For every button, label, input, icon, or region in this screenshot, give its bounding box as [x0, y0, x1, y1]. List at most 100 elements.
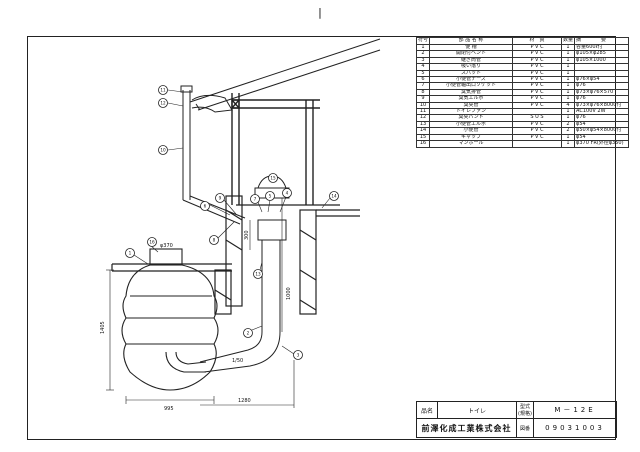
part-no: 12	[415, 114, 431, 122]
part-no: 2	[415, 50, 431, 58]
drawing-frame	[27, 36, 616, 440]
part-no: 16	[415, 140, 431, 148]
part-note: φ50×φ54×8000付	[574, 127, 630, 135]
callout-text: 9	[219, 196, 222, 201]
item-name-value: トイレ	[437, 401, 517, 419]
company-name: 前澤化成工業株式会社	[416, 418, 517, 438]
callout-text: 2	[247, 331, 250, 336]
page-mark: |	[318, 6, 322, 19]
part-qty: 1	[561, 63, 576, 71]
callout-text: 4	[286, 191, 289, 196]
part-note: φ73×φ76×8000付	[574, 101, 630, 110]
dim-tank-width: 995	[164, 406, 174, 412]
model-sub-text: (規格)	[518, 411, 532, 417]
part-note: AC100V 2W	[574, 108, 630, 116]
part-no: 6	[415, 75, 431, 84]
part-qty: 1	[561, 95, 576, 103]
callout-text: 15	[270, 176, 276, 181]
callout-text: 14	[331, 194, 337, 199]
callout-5	[265, 191, 275, 201]
part-no: 7	[415, 82, 431, 90]
callout-15	[268, 173, 278, 183]
part-no: 9	[415, 95, 431, 103]
header-no: 符号	[415, 37, 431, 45]
part-no: 4	[415, 63, 431, 71]
callout-6	[200, 201, 210, 211]
part-qty: 1	[561, 82, 576, 90]
part-no: 15	[415, 133, 431, 142]
callout-text: 11	[160, 88, 166, 93]
part-note: φ370 FR(外径φ350)	[574, 140, 630, 148]
part-qty: 2	[561, 127, 576, 135]
callout-3	[293, 350, 303, 360]
callout-12	[158, 98, 168, 108]
dim-pipe-height: 1000	[286, 287, 292, 300]
dim-manhole: φ370	[160, 243, 173, 249]
item-name-label: 品名	[416, 401, 438, 419]
header-name: 部 品 名 称	[429, 37, 514, 45]
callout-text: 3	[297, 353, 300, 358]
callout-text: 10	[160, 148, 166, 153]
drawing-no-value: 09031003	[533, 418, 617, 438]
callout-4	[282, 188, 292, 198]
callout-2	[243, 328, 253, 338]
part-name: マンホール	[429, 140, 514, 148]
header-qty: 数量	[561, 37, 576, 45]
part-note: φ54	[574, 133, 630, 142]
part-qty: 1	[561, 114, 576, 122]
part-note: 容量600ℓ付	[574, 43, 630, 52]
title-block: 品名 トイレ 型式 (規格) M－12E 前澤化成工業株式会社 図番 09031…	[416, 401, 617, 438]
callout-bubbles	[125, 85, 339, 360]
part-no: 3	[415, 56, 431, 65]
part-no: 14	[415, 127, 431, 135]
part-note: φ105×1000	[574, 56, 630, 65]
callout-text: 16	[149, 240, 155, 245]
model-label-text: 型式	[519, 404, 530, 410]
part-qty: 2	[561, 120, 576, 129]
callout-text: 1	[129, 251, 132, 256]
dim-run-length: 1280	[238, 398, 251, 404]
dim-slope: 1/50	[232, 358, 243, 364]
building-frame	[231, 93, 320, 205]
drawing-no-label: 図番	[516, 418, 534, 438]
foundation	[214, 195, 360, 315]
header-note: 摘 要	[574, 37, 630, 45]
callout-8	[209, 235, 219, 245]
vent-stack	[180, 85, 246, 225]
part-material	[512, 140, 563, 148]
callout-1	[125, 248, 135, 258]
part-no: 1	[415, 43, 431, 52]
part-qty: 1	[561, 88, 576, 97]
model-label: 型式 (規格)	[516, 401, 534, 419]
callout-text: 5	[269, 194, 272, 199]
part-qty: 1	[561, 108, 576, 116]
callout-7	[250, 194, 260, 204]
callout-text: 7	[254, 197, 257, 202]
callout-16	[147, 237, 157, 247]
callout-text: 12	[160, 101, 166, 106]
part-qty: 1	[561, 43, 576, 52]
part-qty: 1	[561, 69, 576, 78]
dimension-lines	[106, 198, 295, 408]
callout-labels: 11 12 10 6 8 9 7 5 4 2 3 13 14 15 16 1	[129, 88, 337, 358]
callout-10	[158, 145, 168, 155]
part-qty: 1	[561, 56, 576, 65]
part-note: φ73×φ76×570	[574, 88, 630, 97]
part-qty: 1	[561, 133, 576, 142]
callout-11	[158, 85, 168, 95]
callout-text: 6	[204, 204, 207, 209]
part-no: 11	[415, 108, 431, 116]
